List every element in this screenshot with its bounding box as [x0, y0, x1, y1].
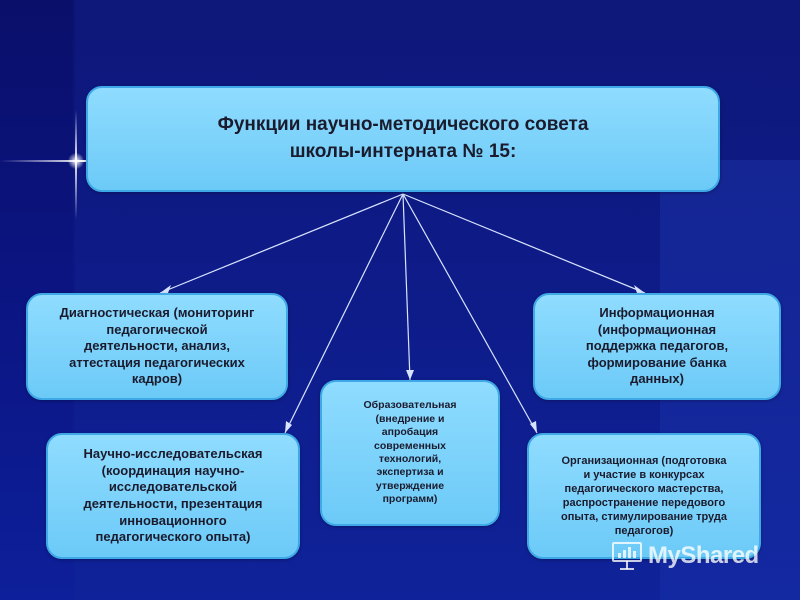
function-text-line: кадров): [131, 371, 183, 387]
function-text-line: исследовательской: [108, 479, 238, 495]
title-box: Функции научно-методического совета школ…: [86, 86, 720, 192]
function-text-line: педагогической: [106, 321, 208, 337]
function-text-line: Образовательная: [363, 399, 457, 412]
function-text-line: педагогического мастерства,: [564, 482, 724, 495]
function-text-line: Организационная (подготовка: [561, 454, 727, 467]
function-text-line: педагогического опыта): [95, 529, 251, 545]
function-text-line: формирование банка: [587, 354, 727, 370]
function-text-line: деятельности, анализ,: [84, 338, 230, 354]
lens-flare-center: [68, 153, 84, 169]
title-line: Функции научно-методического совета: [217, 114, 589, 136]
connector-to-educational: [402, 193, 411, 381]
function-text-line: технологий,: [378, 453, 442, 465]
arrowhead-informational: [634, 285, 645, 293]
connector-to-informational: [402, 193, 646, 294]
function-text-line: утверждение: [375, 479, 445, 492]
function-text-line: опыта, стимулирование труда: [560, 511, 727, 524]
arrowhead-research: [285, 421, 292, 433]
function-text-line: экспертиза и: [376, 466, 444, 479]
presentation-board-icon: [612, 542, 642, 570]
watermark-logo: MyShared: [610, 536, 759, 576]
function-text-line: Информационная: [599, 304, 715, 320]
function-text-line: современных: [374, 439, 446, 452]
function-text-line: (внедрение и: [375, 412, 445, 425]
function-text-line: (информационная: [597, 321, 717, 337]
arrowhead-organizational: [530, 421, 537, 433]
function-informational-box: Информационная (информационная поддержка…: [533, 293, 781, 400]
function-text-line: распространение передового: [562, 497, 726, 509]
function-organizational-box: Организационная (подготовка и участие в …: [527, 433, 761, 559]
function-text-line: программ): [382, 493, 438, 506]
function-text-line: апробация: [381, 426, 439, 439]
watermark-text: MyShared: [648, 542, 759, 569]
function-diagnostic-box: Диагностическая (мониторинг педагогическ…: [26, 293, 288, 400]
function-text-line: аттестация педагогических: [69, 354, 245, 370]
function-text-line: Диагностическая (мониторинг: [59, 304, 255, 320]
function-text-line: деятельности, презентация: [83, 496, 263, 511]
connector-to-diagnostic: [159, 193, 404, 294]
connector-to-organizational: [402, 193, 538, 434]
arrowhead-educational: [406, 370, 414, 380]
function-text-line: данных): [630, 371, 684, 387]
connector-to-research: [284, 193, 404, 434]
title-line: школы-интерната № 15:: [289, 141, 517, 162]
function-text-line: поддержка педагогов,: [585, 338, 729, 354]
function-text-line: и участие в конкурсах: [583, 468, 705, 481]
function-text-line: Научно-исследовательская: [83, 446, 263, 462]
function-text-line: педагогов): [614, 525, 674, 538]
function-educational-box: Образовательная (внедрение и апробация с…: [320, 380, 500, 526]
function-text-line: (координация научно-: [101, 462, 245, 478]
arrowhead-diagnostic: [160, 285, 171, 293]
function-research-box: Научно-исследовательская (координация на…: [46, 433, 300, 559]
function-text-line: инновационного: [119, 512, 227, 528]
